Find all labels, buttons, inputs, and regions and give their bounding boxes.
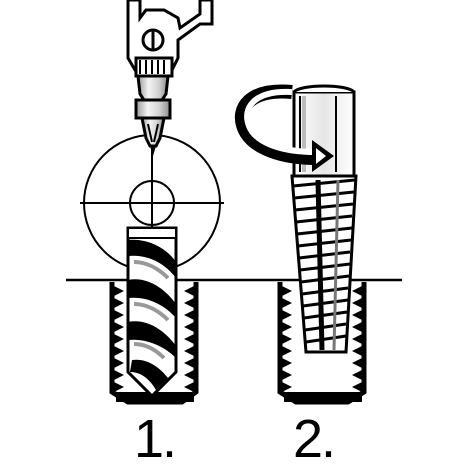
thread-tap-icon: [290, 84, 358, 354]
step-1-hole: [109, 282, 199, 405]
step-2-label: 2.: [293, 409, 336, 469]
hole-2-bottom: [284, 392, 362, 402]
hole-1-bottom: [116, 392, 194, 402]
twist-drill-bit-icon: [126, 226, 178, 399]
hole-2-thread-teeth: [282, 286, 362, 392]
drill-chuck-icon: [126, 0, 214, 156]
step-1-label: 1.: [134, 409, 177, 469]
hole-1-thread-teeth: [114, 286, 194, 392]
clockwise-rotation-arrow-icon: [234, 84, 334, 172]
tap-thread-lines: [292, 178, 356, 344]
step-2-hole: [277, 282, 367, 405]
